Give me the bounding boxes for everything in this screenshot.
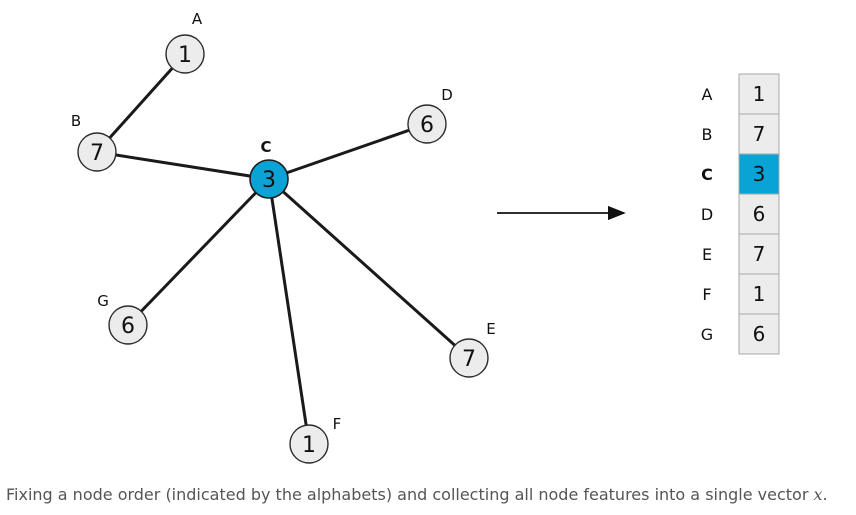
node-value: 3 [262,168,276,193]
node-d: 6D [407,86,453,144]
node-a: 1A [165,10,205,74]
node-value: 1 [178,43,192,68]
node-label: G [97,292,109,310]
caption-period: . [822,485,828,504]
node-g: 6G [97,292,148,345]
edge-c-g [126,177,271,327]
node-label: E [486,320,495,338]
node-circle [449,338,489,378]
vector-row-label: C [701,165,713,184]
node-f: 1F [289,415,342,464]
vector-cell [738,233,780,275]
vector-cell-value: 6 [753,202,766,226]
node-label: C [260,138,271,156]
edge-b-c [95,150,271,181]
caption-math-symbol: x [813,485,823,504]
node-label: A [192,10,203,28]
node-value: 6 [420,113,434,138]
node-value: 7 [90,141,104,166]
caption-text: Fixing a node order (indicated by the al… [6,485,814,504]
graph-edges [95,52,471,446]
vector-row-label: F [702,285,711,304]
vector-cell-value: 6 [753,322,766,346]
vector-cell-value: 1 [753,282,766,306]
node-label: F [333,415,342,433]
node-circle [108,305,148,345]
node-b: 7B [71,112,117,172]
vector-cell [738,313,780,355]
vector-row-label: B [702,125,713,144]
node-value: 1 [302,433,316,458]
vector-row-label: G [701,325,713,344]
node-label: B [71,112,81,130]
vector-cell-value: 1 [753,82,766,106]
vector-cell-value: 7 [753,242,766,266]
vector-cell [738,73,780,115]
vector-row-label: A [702,85,713,104]
vector-cell-value: 3 [753,162,766,186]
node-circle [407,104,447,144]
edge-c-d [267,122,429,181]
node-circle [77,132,117,172]
node-circle [289,424,329,464]
vector-row-label: D [701,205,713,224]
vector-cell-value: 7 [753,122,766,146]
node-value: 7 [462,347,476,372]
node-e: 7E [449,320,496,378]
node-c: 3C [249,138,289,199]
vector-row-label: E [702,245,712,264]
figure-caption: Fixing a node order (indicated by the al… [6,485,828,504]
node-label: D [441,86,453,104]
node-circle [249,159,289,199]
node-value: 6 [121,314,135,339]
edge-c-e [267,177,471,360]
edge-c-f [267,177,311,446]
vector-cell [738,273,780,315]
node-circle [165,34,205,74]
edge-a-b [95,52,187,154]
